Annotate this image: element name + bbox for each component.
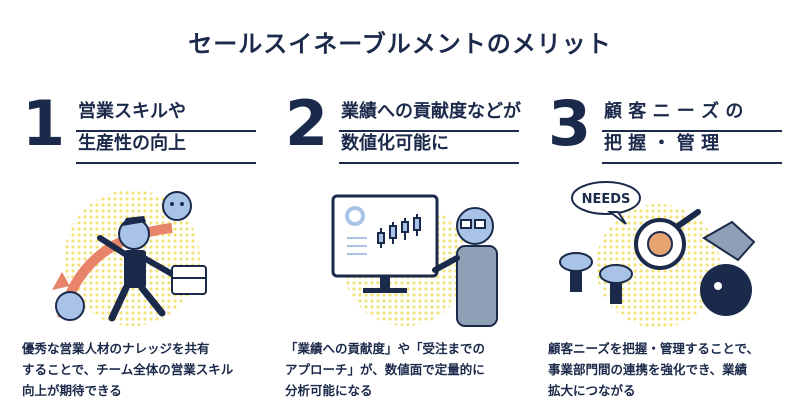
description-line: アプローチ」が、数値面で定量的に	[285, 362, 485, 377]
merit-column-3: 3 顧 客 ニ ー ズ の 把 握 ・ 管 理 NEEDS 顧客ニ	[548, 92, 798, 412]
merit-heading: 顧 客 ニ ー ズ の 把 握 ・ 管 理	[602, 100, 782, 164]
description-line: 分析可能になる	[285, 383, 373, 398]
merit-heading-line: 顧 客 ニ ー ズ の	[602, 100, 782, 132]
merit-column-1: 1 営業スキルや 生産性の向上 優秀な営業人材のナレッジを共有 することで、チー…	[22, 92, 272, 412]
merit-column-2: 2 業績への貢献度などが 数値化可能に 「業績への貢献度」や「受注までの	[285, 92, 535, 412]
investigator-person-icon	[700, 264, 752, 316]
description-line: 事業部門間の連携を強化でき、業績	[548, 362, 748, 377]
cheering-person-icon	[162, 191, 192, 221]
audience-icon	[559, 252, 633, 304]
analytics-illustration	[331, 194, 498, 327]
merit-heading-line: 生産性の向上	[76, 132, 256, 164]
briefcase-icon	[171, 265, 207, 295]
growth-illustration	[52, 190, 207, 326]
merit-heading-line: 数値化可能に	[339, 132, 519, 164]
pie-chart-icon	[345, 206, 365, 226]
merit-number: 3	[548, 87, 592, 160]
description-line: 向上が期待できる	[22, 383, 122, 398]
merit-heading-line: 業績への貢献度などが	[339, 100, 521, 132]
merit-description: 顧客ニーズを把握・管理することで、 事業部門間の連携を強化でき、業績 拡大につな…	[548, 338, 798, 401]
merit-description: 優秀な営業人材のナレッジを共有 することで、チーム全体の営業スキル 向上が期待で…	[22, 338, 272, 401]
needs-label: NEEDS	[582, 192, 631, 207]
page-title: セールスイネーブルメントのメリット	[188, 30, 612, 58]
candlestick-chart-icon	[377, 214, 421, 248]
description-line: 拡大につながる	[548, 383, 636, 398]
merit-heading-line: 営業スキルや	[76, 100, 256, 132]
merit-number: 2	[285, 87, 329, 160]
arrow-head-icon	[52, 272, 70, 290]
description-line: 顧客ニーズを把握・管理することで、	[548, 341, 760, 356]
merit-number: 1	[22, 87, 66, 160]
description-line: することで、チーム全体の営業スキル	[22, 362, 234, 377]
needs-illustration: NEEDS	[559, 181, 756, 328]
merit-heading: 営業スキルや 生産性の向上	[76, 100, 256, 164]
person-icon	[55, 291, 85, 321]
description-line: 優秀な営業人材のナレッジを共有	[22, 341, 210, 356]
description-line: 「業績への貢献度」や「受注までの	[285, 341, 486, 356]
speech-bubble-icon	[571, 181, 641, 215]
merit-description: 「業績への貢献度」や「受注までの アプローチ」が、数値面で定量的に 分析可能にな…	[285, 338, 535, 401]
merit-heading-line: 把 握 ・ 管 理	[602, 132, 782, 164]
merit-heading: 業績への貢献度などが 数値化可能に	[339, 100, 521, 164]
